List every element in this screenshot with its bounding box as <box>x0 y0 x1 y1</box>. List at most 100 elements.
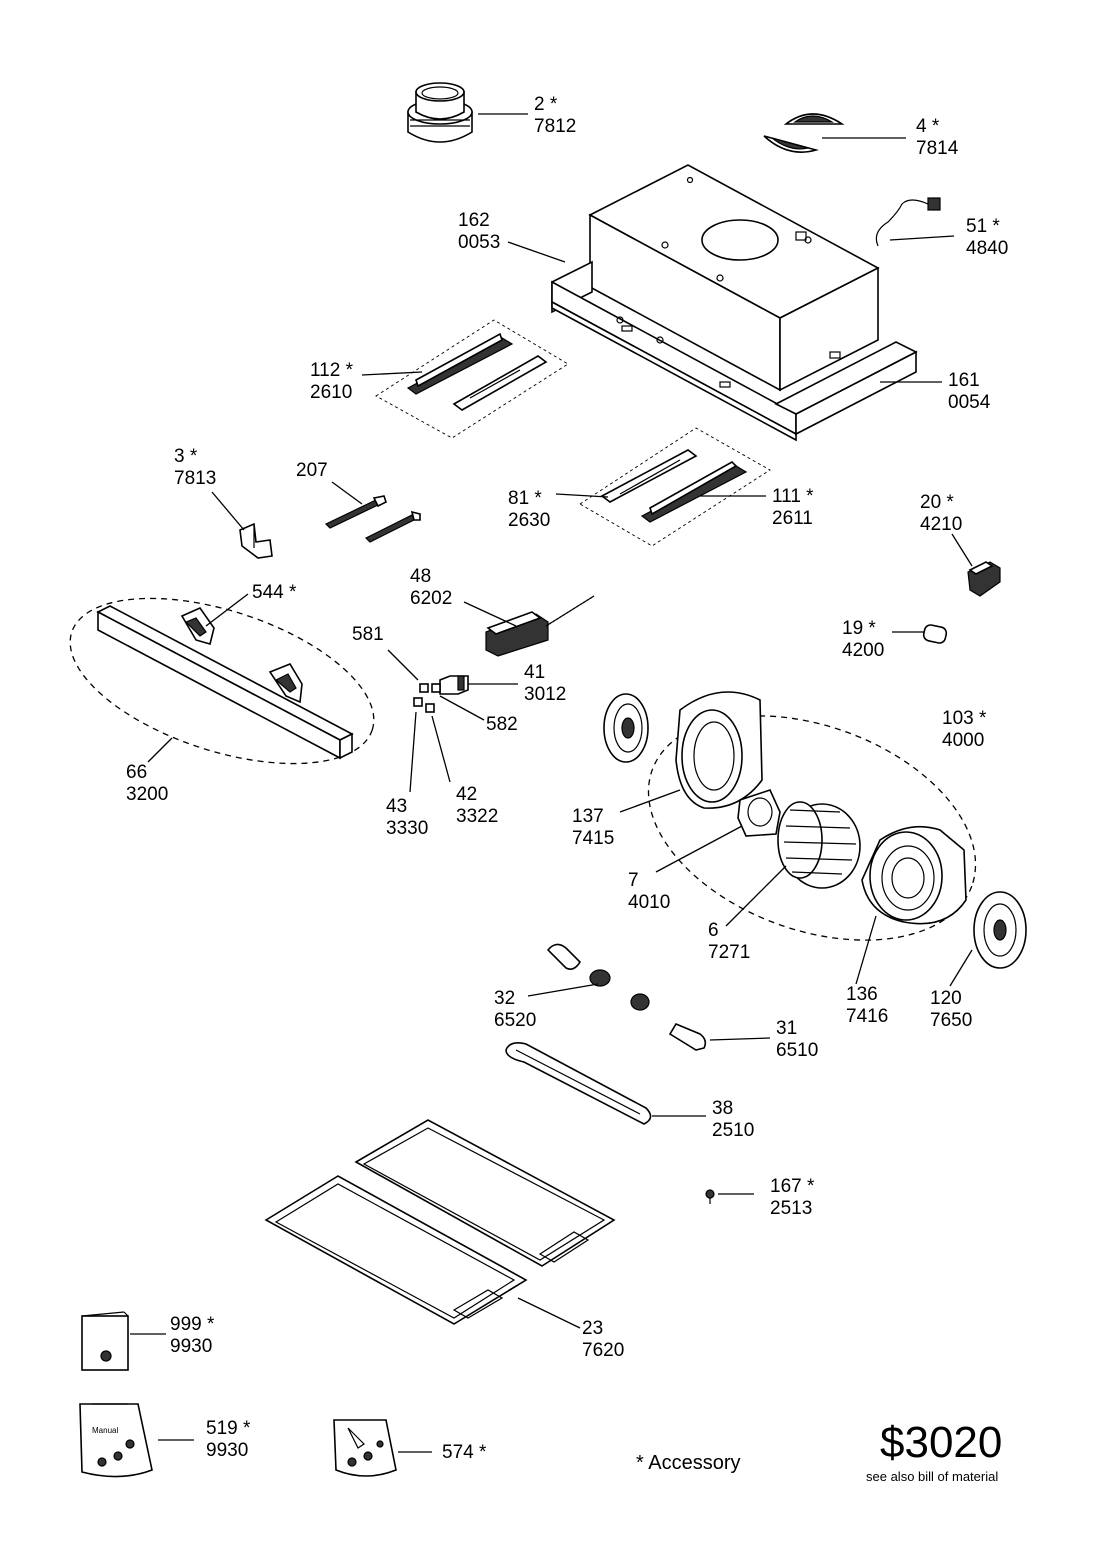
part-ref: 7 <box>628 870 639 891</box>
cable-part <box>875 197 941 247</box>
part-code: 4840 <box>966 238 1009 259</box>
left-housing-part <box>675 691 763 809</box>
part-ref: 162 <box>458 210 490 231</box>
inlet-ring-part <box>973 891 1027 969</box>
part-ref: 574 * <box>442 1442 487 1463</box>
part-code: 6202 <box>410 588 453 609</box>
part-code: 4200 <box>842 640 885 661</box>
part-ref: 31 <box>776 1018 798 1039</box>
part-ref: 42 <box>456 784 478 805</box>
part-code: 7650 <box>930 1010 973 1031</box>
clip-part <box>180 607 303 704</box>
part-ref: 19 * <box>842 618 876 639</box>
part-code: 0053 <box>458 232 501 253</box>
screw-part <box>705 1189 715 1204</box>
part-label-81: 81 *2630 <box>508 488 550 532</box>
part-ref: 581 <box>352 624 384 645</box>
part-code: 9930 <box>206 1440 249 1461</box>
lamp-part <box>668 1022 707 1051</box>
part-ref: 4 * <box>916 116 940 137</box>
hood-body-part <box>551 164 918 442</box>
screw-bag-part <box>333 1419 397 1477</box>
terminal-part <box>413 675 469 713</box>
part-label-167: 167 *2513 <box>770 1176 814 1220</box>
part-label-20: 20 *4210 <box>920 492 962 536</box>
part-code: 2513 <box>770 1198 813 1219</box>
part-label-582: 582 <box>486 714 518 736</box>
part-code: 6510 <box>776 1040 819 1061</box>
part-code: 7812 <box>534 116 577 137</box>
part-code: 2510 <box>712 1120 755 1141</box>
price-amount: $3020 <box>880 1418 1003 1467</box>
part-ref: 111 * <box>772 486 814 507</box>
price-note: see also bill of material <box>866 1469 999 1484</box>
part-code: 3330 <box>386 818 429 839</box>
part-code: 7620 <box>582 1340 625 1361</box>
part-label-519: 519 *9930 <box>206 1418 250 1462</box>
accessory-note: * Accessory <box>636 1452 741 1474</box>
part-label-2: 2 *7812 <box>534 94 576 138</box>
damper-flaps-part <box>763 113 845 153</box>
part-code: 9930 <box>170 1336 213 1357</box>
part-ref: 2 * <box>534 94 558 115</box>
strip-part <box>324 495 421 543</box>
part-ref: 207 <box>296 460 328 481</box>
part-code: 4010 <box>628 892 671 913</box>
capacitor-part <box>922 624 948 644</box>
part-ref: 23 <box>582 1318 604 1339</box>
part-label-111: 111 *2611 <box>772 486 814 530</box>
part-ref: 582 <box>486 714 518 735</box>
part-code: 2611 <box>772 508 813 529</box>
part-label-574: 574 * <box>442 1442 486 1464</box>
part-code: 7416 <box>846 1006 889 1027</box>
part-label-103: 103 *4000 <box>942 708 986 752</box>
grease-tray-part <box>505 1042 652 1125</box>
bag-label: Manual <box>92 1426 119 1435</box>
part-ref: 120 <box>930 988 962 1009</box>
part-ref: 51 * <box>966 216 1000 237</box>
part-ref: 112 * <box>310 360 353 381</box>
part-ref: 167 * <box>770 1176 815 1197</box>
part-code: 4210 <box>920 514 963 535</box>
part-code: 7271 <box>708 942 751 963</box>
part-code: 3200 <box>126 784 169 805</box>
part-label-3: 3 *7813 <box>174 446 216 490</box>
filter-part <box>264 1119 616 1325</box>
part-ref: 6 <box>708 920 719 941</box>
part-code: 7814 <box>916 138 959 159</box>
part-code: 3322 <box>456 806 499 827</box>
part-ref: 3 * <box>174 446 198 467</box>
motor-part <box>737 789 781 837</box>
part-code: 3012 <box>524 684 567 705</box>
lamp-holder-part <box>485 595 595 657</box>
part-ref: 43 <box>386 796 408 817</box>
manual-booklet-part <box>81 1311 129 1371</box>
part-label-4: 4 *7814 <box>916 116 958 160</box>
part-label-581: 581 <box>352 624 384 646</box>
part-code: 2610 <box>310 382 353 403</box>
part-ref: 544 * <box>252 582 297 603</box>
part-label-999: 999 *9930 <box>170 1314 214 1358</box>
part-code: 2630 <box>508 510 551 531</box>
part-label-112: 112 *2610 <box>310 360 353 404</box>
part-ref: 81 * <box>508 488 542 509</box>
part-ref: 137 <box>572 806 604 827</box>
part-code: 0054 <box>948 392 991 413</box>
slide-rail-right-part <box>600 449 748 523</box>
part-code: 7813 <box>174 468 217 489</box>
inlet-ring-left-part <box>603 693 649 763</box>
part-ref: 103 * <box>942 708 987 729</box>
bracket-part <box>239 522 273 559</box>
slide-rail-left-part <box>406 332 548 411</box>
